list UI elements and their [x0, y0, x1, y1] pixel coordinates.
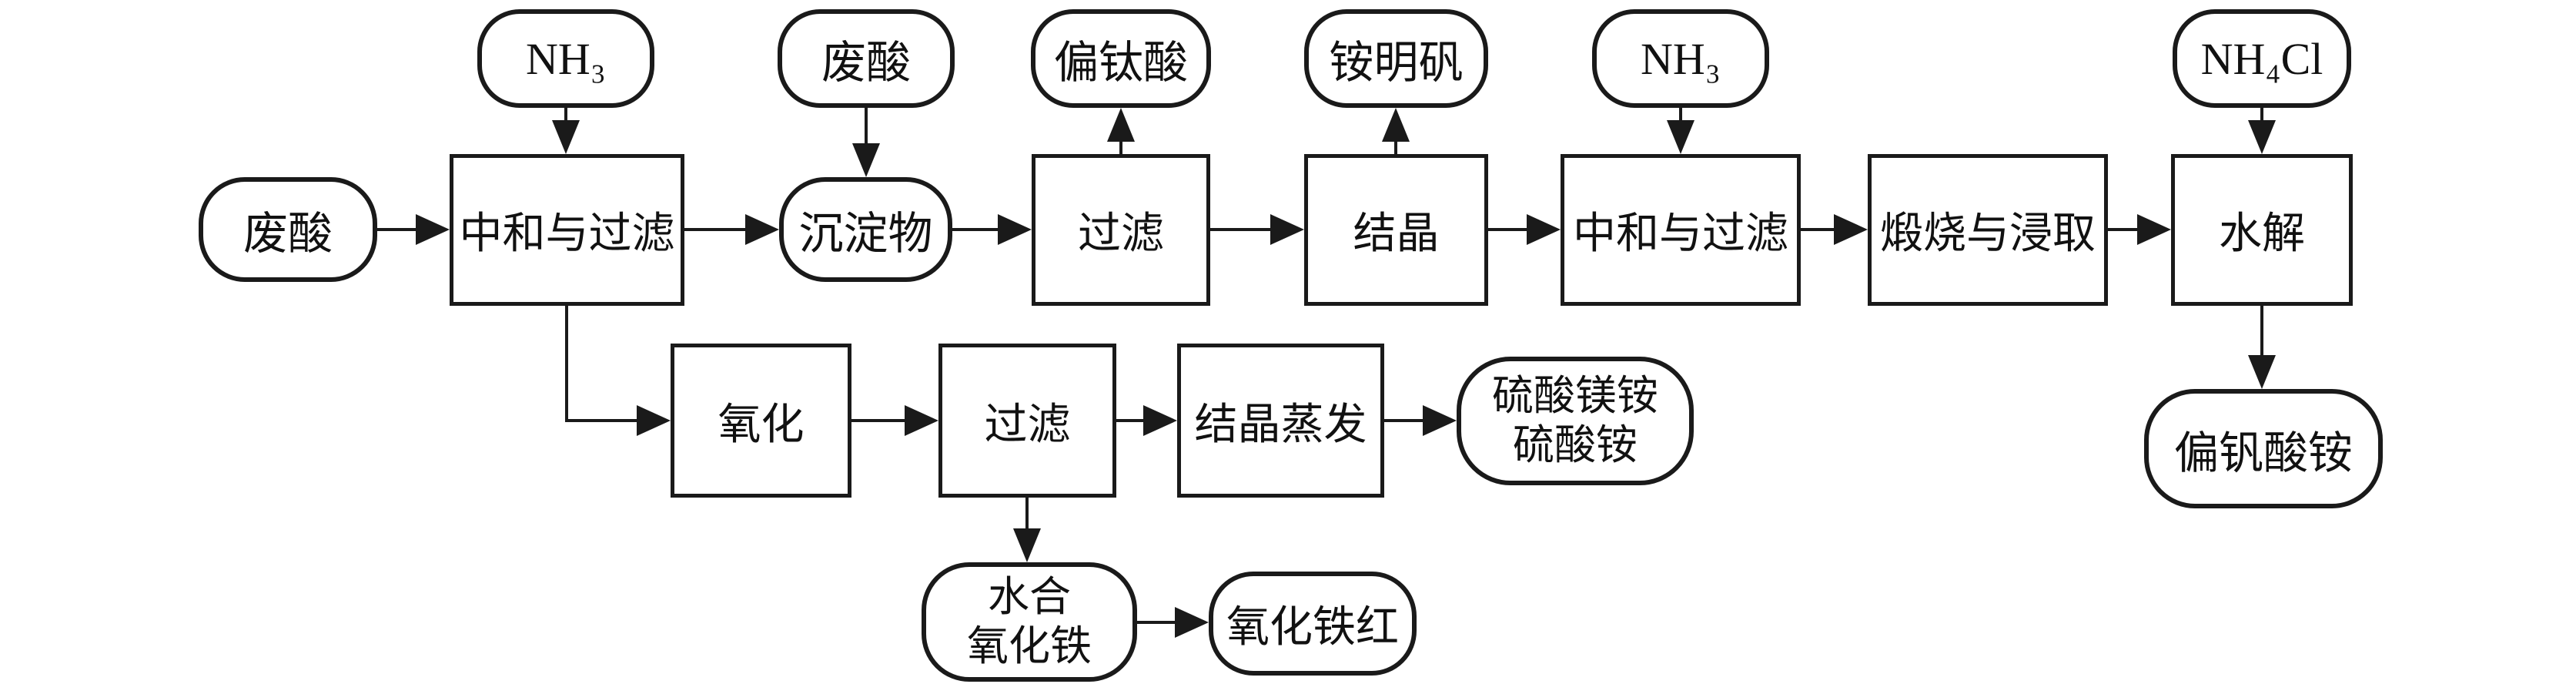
connector-filter1-up-line	[1119, 140, 1122, 156]
arrow-filter1-up	[1107, 108, 1135, 142]
terminal-hydrated-iron-oxide: 水合 氧化铁	[922, 562, 1137, 682]
process-label: 过滤	[1078, 210, 1164, 258]
process-oxidation: 氧化	[671, 344, 851, 498]
arrow-wasteacid-top-down	[852, 143, 880, 177]
process-hydrolysis: 水解	[2171, 154, 2353, 306]
terminal-label: NH₃	[526, 33, 606, 84]
arrow-crystallize-nf2	[1527, 214, 1561, 245]
process-label: 过滤	[984, 401, 1071, 449]
arrow-nh3-1-down	[552, 120, 580, 154]
arrow-nf2-calcine	[1834, 214, 1868, 245]
terminal-nh3-input-1: NH₃	[477, 9, 654, 108]
process-neutralize-filter-2: 中和与过滤	[1561, 154, 1801, 306]
connector-nf1-branch-vline	[565, 306, 568, 422]
process-label: 氧化	[718, 401, 805, 449]
terminal-waste-acid-top-input: 废酸	[778, 9, 955, 108]
terminal-ammonium-metavanadate-output: 偏钒酸铵	[2144, 389, 2383, 508]
arrow-branch-oxidation	[637, 405, 671, 436]
process-label: 煅烧与浸取	[1880, 210, 2096, 258]
process-crystallize: 结晶	[1304, 154, 1488, 306]
arrow-filter2-evaporate	[1143, 405, 1177, 436]
arrow-nf1-precipitate	[745, 214, 779, 245]
connector-evaporate-sulfate-line	[1384, 419, 1424, 422]
connector-nf1-precipitate-line	[684, 228, 747, 231]
arrow-calcine-hydrolysis	[2137, 214, 2171, 245]
process-label: 中和与过滤	[459, 210, 675, 258]
connector-wasteacid-top-line	[865, 108, 868, 146]
arrow-filter2-down	[1013, 528, 1041, 562]
connector-nh3-1-line	[564, 108, 567, 125]
arrow-ironoxide-red	[1175, 607, 1209, 638]
terminal-precipitate: 沉淀物	[779, 177, 952, 282]
terminal-nh4cl-input: NH₄Cl	[2173, 9, 2351, 108]
connector-nh3-2-line	[1679, 108, 1682, 125]
terminal-label: 废酸	[821, 38, 911, 88]
connector-precipitate-filter1-line	[952, 228, 999, 231]
terminal-waste-acid-main-input: 废酸	[199, 177, 377, 282]
connector-calcine-hydrolysis-line	[2108, 228, 2139, 231]
terminal-label: 偏钒酸铵	[2173, 428, 2353, 478]
connector-hydrolysis-down-line	[2260, 306, 2263, 357]
terminal-ammonium-alum-output: 铵明矾	[1304, 9, 1488, 108]
terminal-label-line2: 氧化铁	[967, 622, 1092, 669]
arrow-nh4cl-down	[2248, 120, 2276, 154]
process-label: 结晶	[1353, 210, 1440, 258]
terminal-label: NH₃	[1641, 33, 1721, 84]
process-label: 水解	[2219, 210, 2305, 258]
process-filter-1: 过滤	[1032, 154, 1210, 306]
connector-nf2-calcine-line	[1801, 228, 1835, 231]
terminal-label-line2: 硫酸铵	[1513, 421, 1638, 468]
terminal-label: NH₄Cl	[2200, 33, 2323, 84]
terminal-label: 氧化铁红	[1226, 604, 1399, 652]
connector-filter2-evaporate-line	[1116, 419, 1145, 422]
process-crystallize-evaporate: 结晶蒸发	[1177, 344, 1384, 498]
arrow-crystallize-up	[1382, 108, 1410, 142]
arrow-evaporate-sulfate	[1423, 405, 1457, 436]
arrow-nh3-2-down	[1667, 120, 1694, 154]
terminal-label: 废酸	[243, 209, 333, 259]
terminal-metatitanic-acid-output: 偏钛酸	[1031, 9, 1211, 108]
connector-crystallize-nf2-line	[1488, 228, 1528, 231]
process-calcine-leach: 煅烧与浸取	[1868, 154, 2108, 306]
arrow-hydrolysis-down	[2248, 355, 2276, 389]
connector-oxidation-filter2-line	[851, 419, 906, 422]
terminal-nh3-input-2: NH₃	[1592, 9, 1769, 108]
process-neutralize-filter-1: 中和与过滤	[450, 154, 684, 306]
arrow-oxidation-filter2	[905, 405, 938, 436]
process-label: 结晶蒸发	[1194, 401, 1367, 449]
connector-filter1-crystallize-line	[1210, 228, 1272, 231]
connector-ironoxide-red-line	[1137, 621, 1176, 624]
terminal-label: 沉淀物	[798, 209, 933, 259]
connector-crystallize-up-line	[1394, 140, 1397, 156]
connector-filter2-down-line	[1025, 498, 1029, 531]
terminal-iron-oxide-red-output: 氧化铁红	[1209, 572, 1417, 676]
connector-nh4cl-line	[2260, 108, 2263, 125]
arrow-precipitate-filter1	[998, 214, 1032, 245]
terminal-label: 偏钛酸	[1053, 38, 1188, 88]
terminal-label-line1: 硫酸镁铵	[1492, 372, 1658, 419]
arrow-filter1-crystallize	[1270, 214, 1304, 245]
terminal-mg-ammonium-sulfate-output: 硫酸镁铵 硫酸铵	[1457, 357, 1694, 485]
connector-nf1-branch-hline	[565, 419, 638, 422]
arrow-wasteacid-right	[416, 214, 450, 245]
process-label: 中和与过滤	[1573, 210, 1788, 258]
process-filter-2: 过滤	[938, 344, 1116, 498]
terminal-label: 铵明矾	[1329, 38, 1464, 88]
connector-wasteacid-line	[377, 228, 417, 231]
terminal-label-line1: 水合	[988, 573, 1071, 620]
